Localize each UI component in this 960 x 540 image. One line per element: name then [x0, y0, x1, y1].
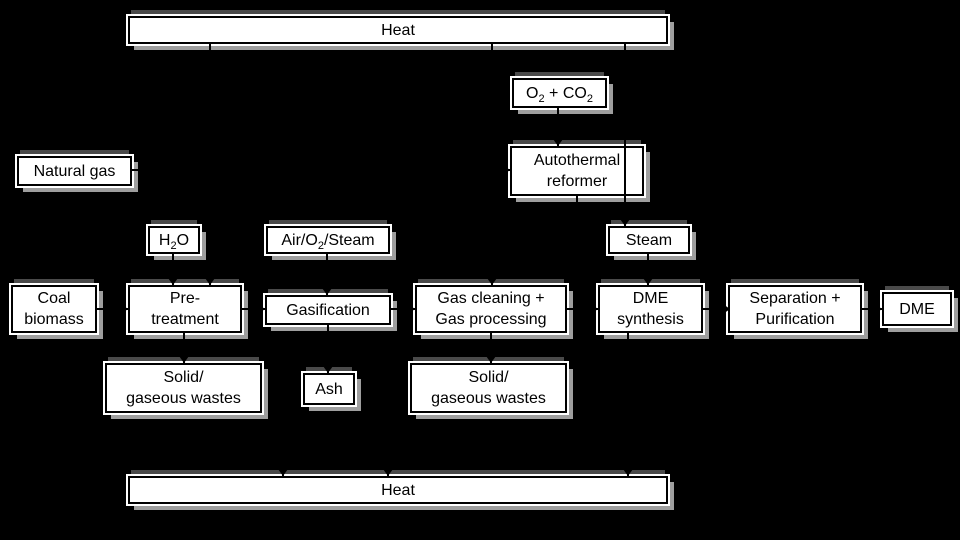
separation-label-line2: Purification: [755, 311, 835, 328]
arrowhead-into-dme-synthesis-left: [591, 304, 598, 314]
arrowhead-into-heatbottom-1: [278, 469, 288, 476]
coal-biomass-label-line1: Coal: [37, 290, 71, 307]
box-o2-co2: O2 + CO2: [512, 78, 607, 108]
connector-heattop-cleaning: [491, 44, 493, 285]
connector-separation-dme: [862, 308, 882, 310]
wastes-right-label-line1: Solid/: [468, 369, 509, 386]
connector-pretreatment-wastes: [183, 333, 185, 363]
connector-steam-dme-synthesis: [647, 254, 649, 285]
arrowhead-into-heatbottom-3: [623, 469, 633, 476]
arrowhead-into-ash-top: [323, 366, 333, 373]
connector-reformer-syngas-stream: [576, 196, 578, 309]
wastes-left-label-line1: Solid/: [163, 369, 204, 386]
gas-cleaning-label-line1: Gas cleaning +: [437, 290, 545, 307]
box-pre-treatment: Pre- treatment: [128, 285, 242, 333]
box-gas-cleaning-processing: Gas cleaning + Gas processing: [415, 285, 567, 333]
connector-gasification-cleaning: [391, 308, 415, 310]
box-solid-gaseous-wastes-left: Solid/ gaseous wastes: [105, 363, 262, 413]
arrowhead-into-dme-left: [875, 304, 882, 314]
natural-gas-label: Natural gas: [33, 162, 116, 180]
o2-co2-label: O2 + CO2: [526, 84, 593, 105]
connector-coal-pretreatment: [97, 308, 128, 310]
h2o-label: H2O: [158, 231, 190, 252]
box-coal-biomass: Coal biomass: [11, 285, 97, 333]
box-dme-synthesis: DME synthesis: [598, 285, 703, 333]
box-autothermal-reformer: Autothermal reformer: [510, 146, 644, 196]
box-h2o: H2O: [148, 226, 200, 254]
box-steam: Steam: [608, 226, 690, 254]
connector-o2co2-reformer: [557, 108, 559, 146]
arrowhead-heat-into-steam: [620, 219, 630, 226]
coal-biomass-label-line2: biomass: [24, 311, 84, 328]
arrowhead-into-wastes-right-top: [486, 356, 496, 363]
air-o2-steam-label: Air/O2/Steam: [281, 231, 375, 252]
gasification-label: Gasification: [286, 301, 370, 319]
dme-label: DME: [899, 300, 935, 318]
box-separation-purification: Separation + Purification: [728, 285, 862, 333]
connector-air-gasification: [326, 254, 328, 295]
wastes-left-label-line2: gaseous wastes: [126, 390, 241, 407]
connector-h2o-pretreatment: [172, 254, 174, 285]
arrowhead-into-pretreatment-left: [121, 304, 128, 314]
pre-treatment-label-line2: treatment: [151, 311, 219, 328]
ash-label: Ash: [315, 380, 343, 398]
box-dme-product: DME: [882, 292, 952, 326]
arrowhead-into-gasification-top: [322, 288, 332, 295]
connector-gasification-ash: [327, 325, 329, 373]
box-air-o2-steam: Air/O2/Steam: [266, 226, 390, 254]
steam-label: Steam: [625, 231, 673, 249]
connector-into-heatbottom-1: [282, 440, 284, 476]
arrowhead-into-separation-left: [723, 304, 730, 314]
connector-heattop-steam: [624, 44, 626, 226]
box-heat-bottom: Heat: [128, 476, 668, 504]
reformer-label-line1: Autothermal: [533, 152, 621, 169]
arrowhead-into-dme-synthesis-top: [643, 278, 653, 285]
arrowhead-into-reformer-left: [503, 165, 510, 175]
connector-cleaning-dme-synthesis: [567, 308, 598, 310]
box-solid-gaseous-wastes-right: Solid/ gaseous wastes: [410, 363, 567, 413]
connector-dme-synthesis-heatbottom: [627, 333, 629, 476]
arrowhead-into-heatbottom-2: [383, 469, 393, 476]
arrowhead-into-cleaning-left: [408, 304, 415, 314]
box-natural-gas: Natural gas: [17, 156, 132, 186]
box-ash: Ash: [303, 373, 355, 405]
connector-natural-gas-reformer: [132, 169, 510, 171]
arrowhead-into-wastes-left-top: [179, 356, 189, 363]
arrowhead-heat-into-cleaning: [487, 278, 497, 285]
arrowhead-into-pretreatment-top: [168, 278, 178, 285]
box-heat-top: Heat: [128, 16, 668, 44]
dme-synthesis-label-line1: DME: [632, 290, 669, 307]
wastes-right-label-line2: gaseous wastes: [431, 390, 546, 407]
connector-heattop-pretreatment: [209, 44, 211, 285]
separation-label-line1: Separation +: [749, 290, 841, 307]
box-gasification: Gasification: [265, 295, 391, 325]
heat-bottom-label: Heat: [381, 481, 415, 499]
gas-cleaning-label-line2: Gas processing: [435, 311, 547, 328]
pre-treatment-label-line1: Pre-: [169, 290, 201, 307]
dme-synthesis-label-line2: synthesis: [617, 311, 684, 328]
connector-into-heatbottom-2: [387, 440, 389, 476]
arrowhead-into-gasification-left: [258, 304, 265, 314]
connector-dme-synthesis-separation: [703, 308, 730, 310]
arrowhead-into-reformer-top: [553, 139, 563, 146]
arrowhead-heat-into-pretreatment: [205, 278, 215, 285]
heat-top-label: Heat: [381, 21, 415, 39]
reformer-label-line2: reformer: [546, 173, 608, 190]
connector-pretreatment-gasification: [242, 308, 265, 310]
connector-cleaning-wastes: [490, 333, 492, 363]
